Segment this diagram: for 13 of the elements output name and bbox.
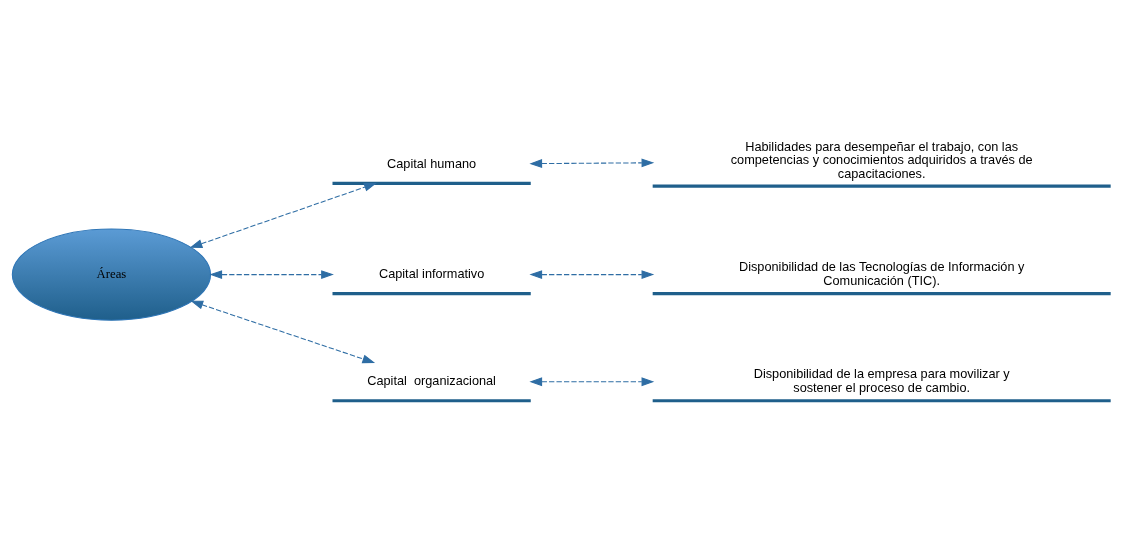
node-text: Habilidades para desempeñar el trabajo, con las competencias y conocimientos adquiridos a través de capacitaciones. — [730, 138, 1033, 181]
node-text: Disponibilidad de la empresa para movilizar y sostener el proceso de cambio. — [753, 365, 1010, 395]
arrow — [529, 157, 655, 168]
arrow — [529, 269, 655, 279]
node-ellipse: Áreas — [11, 228, 212, 321]
node-text: Capital humano — [387, 155, 477, 171]
arrow — [529, 376, 655, 386]
arrow — [189, 182, 377, 248]
arrow — [209, 269, 334, 279]
arrow — [190, 300, 376, 363]
node-text: Capital organizacional — [367, 372, 496, 388]
node-text: Disponibilidad de las Tecnologías de Información y Comunicación (TIC). — [738, 258, 1025, 288]
node-text: Capital informativo — [378, 265, 485, 281]
